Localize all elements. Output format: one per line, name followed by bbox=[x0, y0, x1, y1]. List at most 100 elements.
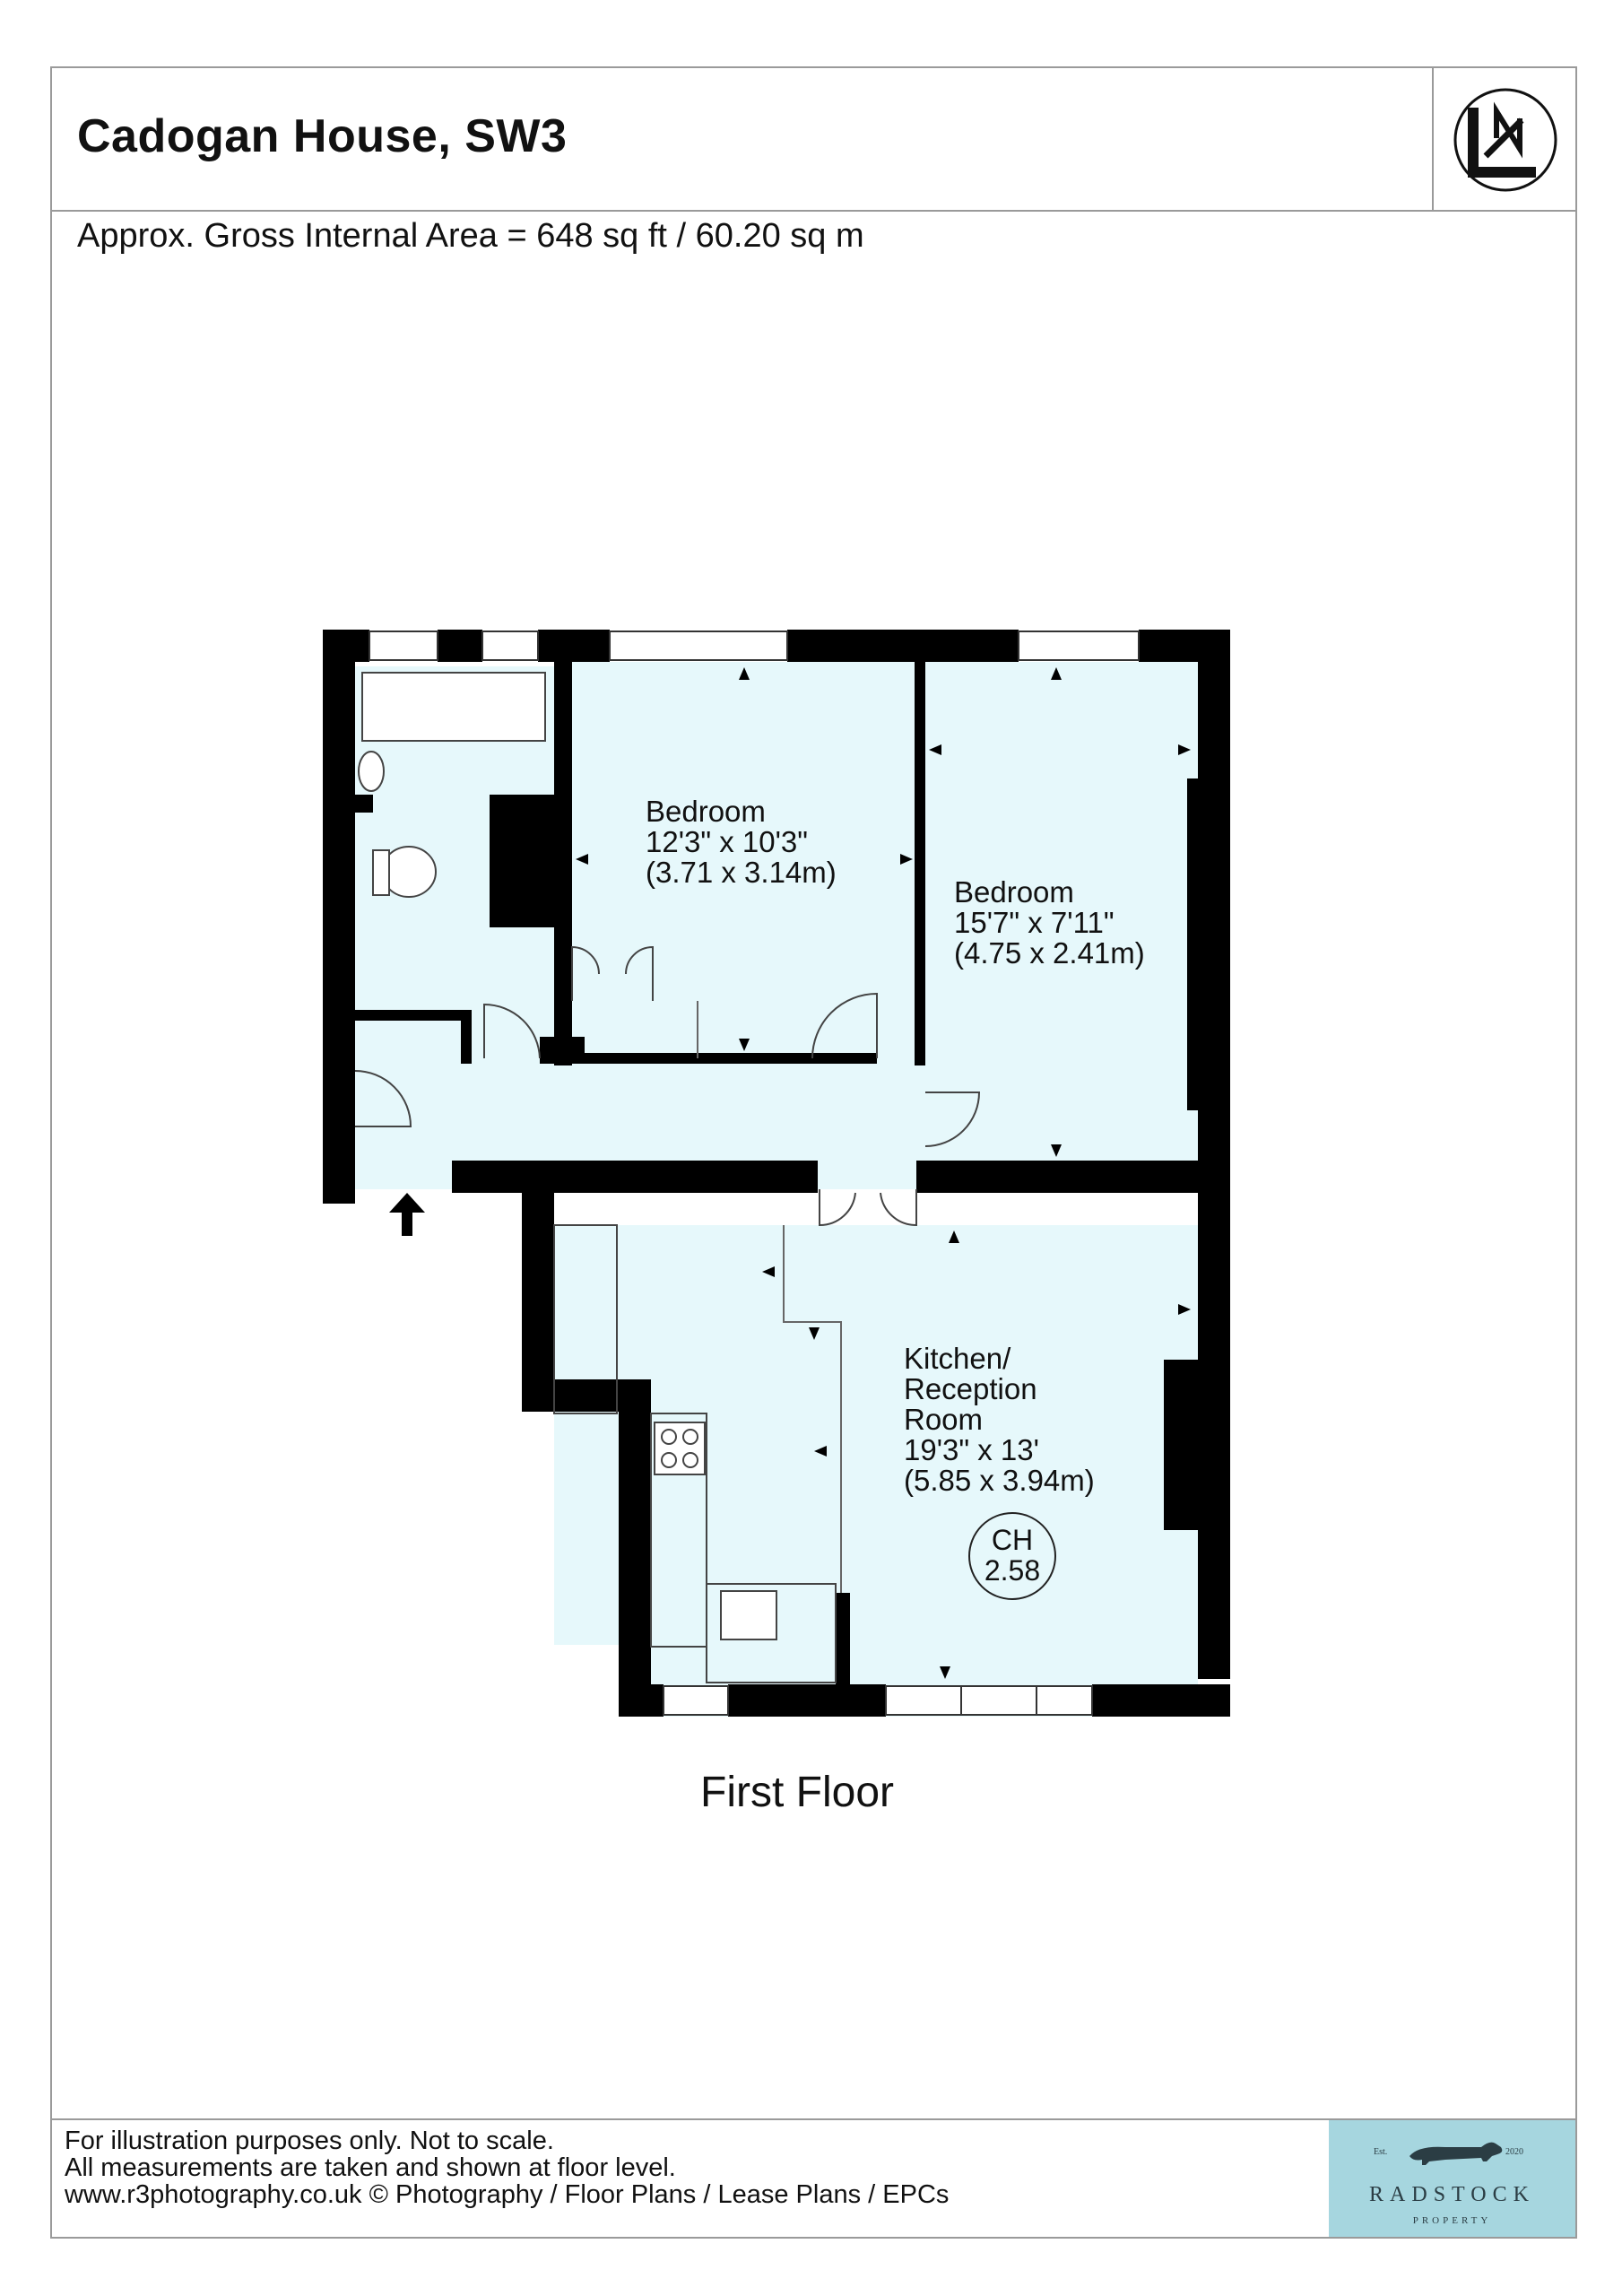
tick-b2-top bbox=[1051, 667, 1062, 680]
disclaimer-line-3: www.r3photography.co.uk © Photography / … bbox=[65, 2180, 950, 2209]
gross-area: Approx. Gross Internal Area = 648 sq ft … bbox=[77, 217, 864, 255]
kitchen-lower-left-wall bbox=[619, 1379, 651, 1717]
door-kitchen-2 bbox=[880, 1189, 917, 1227]
top-wall-c bbox=[538, 630, 610, 662]
bedroom1-bottom-wall bbox=[572, 1053, 877, 1064]
tick-k-left bbox=[814, 1446, 827, 1457]
disclaimer: For illustration purposes only. Not to s… bbox=[65, 2127, 949, 2208]
tick-k-bottom bbox=[940, 1666, 950, 1679]
window-bath-2 bbox=[481, 631, 539, 661]
chimney-breast bbox=[1164, 1360, 1198, 1530]
brand-sub: PROPERTY bbox=[1412, 2215, 1492, 2226]
hob-ring-1 bbox=[661, 1429, 677, 1445]
tick-k-top bbox=[949, 1231, 959, 1243]
bath-partition-3 bbox=[355, 795, 373, 813]
ceiling-height-value: 2.58 bbox=[984, 1554, 1041, 1587]
floor-plan bbox=[323, 630, 1230, 1717]
north-arrow-icon bbox=[1453, 88, 1557, 192]
room-name: Bedroom bbox=[646, 795, 766, 828]
bottom-wall-a bbox=[619, 1684, 664, 1717]
tick-b2-left bbox=[929, 744, 941, 755]
bath-partition-2 bbox=[461, 1010, 472, 1064]
room-name-3: Room bbox=[904, 1403, 984, 1436]
brand-logo: Est. 2020 RADSTOCK PROPERTY bbox=[1329, 2120, 1575, 2237]
hob-ring-3 bbox=[661, 1452, 677, 1468]
tick-b2-bottom bbox=[1051, 1144, 1062, 1157]
top-wall-b bbox=[438, 630, 482, 662]
bottom-wall-c bbox=[1092, 1684, 1230, 1717]
right-wall bbox=[1198, 630, 1230, 1679]
bottom-wall-b bbox=[728, 1684, 886, 1717]
door-bedroom-2 bbox=[924, 1091, 981, 1147]
windows bbox=[369, 631, 1140, 1716]
brand-year: 2020 bbox=[1505, 2147, 1523, 2157]
bedroom-divider-wall bbox=[915, 662, 925, 1065]
hall-bottom-wall-a bbox=[452, 1161, 818, 1193]
tick-b1-bottom bbox=[739, 1039, 750, 1051]
window-kitchen bbox=[663, 1685, 729, 1716]
ceiling-height-badge: CH 2.58 bbox=[968, 1512, 1056, 1600]
toilet-cistern bbox=[372, 849, 390, 896]
door-bedroom-1 bbox=[811, 992, 878, 1059]
room-imperial: 15'7" x 7'11" bbox=[954, 906, 1115, 939]
measure-ticks bbox=[576, 667, 1191, 1679]
room-name-2: Reception bbox=[904, 1372, 1037, 1405]
room-metric: (3.71 x 3.14m) bbox=[646, 856, 837, 889]
footer: For illustration purposes only. Not to s… bbox=[52, 2118, 1575, 2237]
floor-label: First Floor bbox=[700, 1769, 894, 1816]
left-wall bbox=[323, 630, 355, 1204]
kitchen-partition bbox=[836, 1593, 850, 1692]
top-wall-d bbox=[787, 630, 1019, 662]
door-wc bbox=[483, 1003, 541, 1059]
kitchen-boundary bbox=[783, 1225, 842, 1593]
tick-b1-right bbox=[900, 854, 913, 865]
fixtures bbox=[358, 672, 837, 1683]
tick-k-mid1 bbox=[762, 1266, 775, 1277]
disclaimer-line-1: For illustration purposes only. Not to s… bbox=[65, 2126, 554, 2155]
hob-ring-4 bbox=[682, 1452, 698, 1468]
window-bedroom-2 bbox=[1018, 631, 1140, 661]
room-name-1: Kitchen/ bbox=[904, 1342, 1011, 1375]
bedroom-2-floor bbox=[924, 662, 1198, 1164]
tick-b1-top bbox=[739, 667, 750, 680]
tick-k-mid2 bbox=[809, 1327, 820, 1340]
kitchen-left-wall bbox=[522, 1193, 554, 1408]
room-metric: (5.85 x 3.94m) bbox=[904, 1464, 1095, 1497]
basin bbox=[358, 751, 385, 792]
window-reception-3 bbox=[1036, 1685, 1093, 1716]
worktop-bottom bbox=[706, 1583, 837, 1683]
ceiling-height-label: CH bbox=[991, 1524, 1034, 1556]
worktop-lower bbox=[650, 1413, 707, 1648]
tick-b2-right bbox=[1178, 744, 1191, 755]
header-row: Cadogan House, SW3 bbox=[52, 68, 1575, 212]
tick-k-right bbox=[1178, 1304, 1191, 1315]
window-bath-1 bbox=[369, 631, 438, 661]
hall-bottom-wall-b bbox=[916, 1161, 1230, 1193]
room-imperial: 12'3" x 10'3" bbox=[646, 825, 808, 858]
bath-partition-5 bbox=[554, 662, 572, 1065]
disclaimer-line-2: All measurements are taken and shown at … bbox=[65, 2153, 676, 2182]
room-imperial: 19'3" x 13' bbox=[904, 1433, 1039, 1466]
bath-partition-1 bbox=[355, 1010, 472, 1021]
hob bbox=[654, 1422, 706, 1475]
bedroom2-right-wall bbox=[1187, 778, 1198, 1110]
room-label-bedroom-1: Bedroom 12'3" x 10'3" (3.71 x 3.14m) bbox=[646, 796, 837, 888]
window-bedroom-1 bbox=[609, 631, 788, 661]
bathtub bbox=[361, 672, 546, 742]
room-metric: (4.75 x 2.41m) bbox=[954, 936, 1145, 970]
entrance-arrow-icon bbox=[389, 1193, 425, 1236]
door-wardrobe-1 bbox=[571, 945, 600, 1001]
brand-name: RADSTOCK bbox=[1369, 2183, 1535, 2206]
bedroom-1-floor bbox=[572, 662, 919, 1058]
door-wardrobe-2 bbox=[625, 945, 654, 1001]
window-reception-1 bbox=[885, 1685, 962, 1716]
room-label-kitchen-reception: Kitchen/ Reception Room 19'3" x 13' (5.8… bbox=[904, 1344, 1095, 1496]
guide-lines bbox=[697, 1001, 842, 1593]
sink bbox=[720, 1590, 777, 1640]
page-title: Cadogan House, SW3 bbox=[77, 110, 568, 162]
tick-b1-left bbox=[576, 854, 588, 865]
worktop-upper bbox=[553, 1224, 618, 1414]
doors bbox=[354, 945, 981, 1227]
room-label-bedroom-2: Bedroom 15'7" x 7'11" (4.75 x 2.41m) bbox=[954, 877, 1145, 969]
dachshund-icon bbox=[1409, 2142, 1503, 2165]
